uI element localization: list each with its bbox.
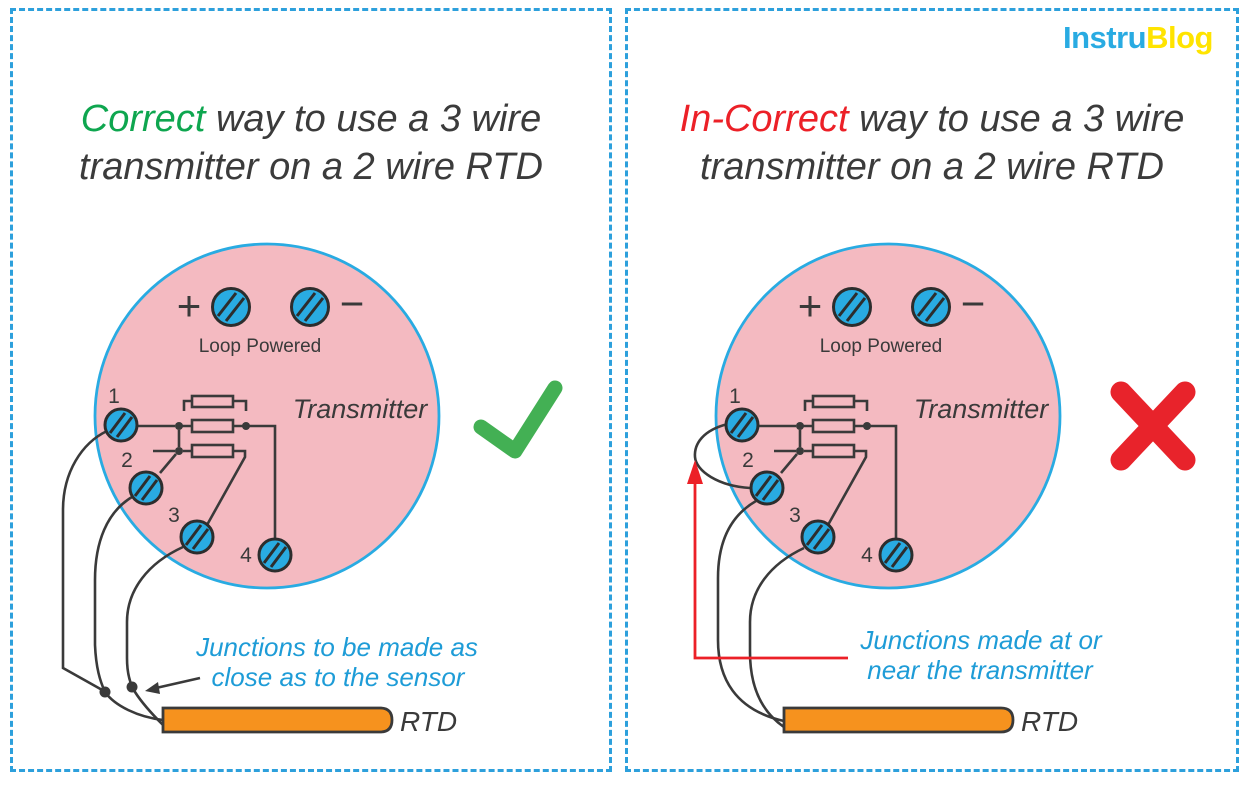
wire-junction-to-t2 xyxy=(780,453,798,474)
terminal-3-left-icon xyxy=(179,519,215,555)
resistor1 xyxy=(811,394,856,409)
schematic-node xyxy=(242,422,250,430)
sensor-junction-dot-2 xyxy=(126,681,138,693)
terminal-4-left-icon xyxy=(257,537,293,573)
loop-powered-label-left: Loop Powered xyxy=(199,336,322,357)
terminal-4-label: 4 xyxy=(240,544,252,567)
loop-terminal-positive-icon xyxy=(211,287,251,327)
incorrect-panel-title: In-Correct way to use a 3 wire transmitt… xyxy=(628,95,1236,191)
annotation-arrowhead-left xyxy=(145,682,160,694)
transmitter-body-right xyxy=(714,242,1062,590)
annotation-line1-left: Junctions to be made as xyxy=(195,632,478,662)
rtd-label-left: RTD xyxy=(400,706,457,737)
terminal-2-label: 2 xyxy=(121,449,133,472)
terminal-3-label: 3 xyxy=(168,504,180,527)
schematic-node xyxy=(175,447,183,455)
jumper-loop-t1-t2 xyxy=(693,422,751,490)
check-icon xyxy=(473,380,563,459)
rtd-sensor-right xyxy=(782,706,1015,734)
schematic-node xyxy=(863,422,871,430)
title-line2: transmitter on a 2 wire RTD xyxy=(700,146,1164,188)
schematic-node xyxy=(796,422,804,430)
red-callout-arrowhead xyxy=(687,460,703,484)
logo-part-instru: Instru xyxy=(1063,20,1147,55)
resistor1 xyxy=(190,394,235,409)
transmitter-label-left: Transmitter xyxy=(293,394,429,424)
rtd-sensor-left xyxy=(161,706,394,734)
annotation-line2-right: near the transmitter xyxy=(867,655,1094,685)
terminal-4-right-icon xyxy=(878,537,914,573)
wire-junction-to-t4 xyxy=(867,424,898,539)
title-rest: way to use a 3 wire xyxy=(859,98,1185,140)
field-wire-1-left xyxy=(61,429,108,693)
terminal-4-label: 4 xyxy=(861,544,873,567)
correct-panel-title: Correct way to use a 3 wire transmitter … xyxy=(13,95,609,191)
field-wire-2-right xyxy=(748,546,805,729)
plus-sign-left: + xyxy=(177,282,202,329)
loop-terminal-positive-icon xyxy=(832,287,872,327)
field-wire-1-right xyxy=(716,499,785,723)
terminal-2-label: 2 xyxy=(742,449,754,472)
title-highlight-correct: Correct xyxy=(80,98,206,140)
terminal-3-label: 3 xyxy=(789,504,801,527)
red-callout-line xyxy=(693,482,848,660)
terminal-1-left-icon xyxy=(103,407,139,443)
resistor3-leads-to-t3 xyxy=(804,449,868,526)
schematic-node xyxy=(175,422,183,430)
transmitter-body-left xyxy=(93,242,441,590)
sensor-junction-dot-1 xyxy=(99,686,111,698)
resistor2 xyxy=(190,418,235,434)
annotation-line2-left: close as to the sensor xyxy=(212,662,466,692)
terminal-1-right-icon xyxy=(724,407,760,443)
minus-sign-right: − xyxy=(961,280,986,327)
schematic-node xyxy=(796,447,804,455)
annotation-arrow-line-left xyxy=(155,676,201,690)
resistor2 xyxy=(811,418,856,434)
resistor3-leads-to-t3 xyxy=(183,449,247,526)
logo-part-blog: Blog xyxy=(1146,20,1213,55)
wire-junction-to-t4 xyxy=(246,424,277,539)
plus-sign-right: + xyxy=(798,282,823,329)
resistor1-right-lead xyxy=(854,399,869,411)
title-highlight-incorrect: In-Correct xyxy=(679,98,849,140)
resistor3 xyxy=(811,443,856,459)
resistor3 xyxy=(190,443,235,459)
loop-powered-label-right: Loop Powered xyxy=(820,336,943,357)
terminal-1-label: 1 xyxy=(108,385,120,408)
annotation-line1-right: Junctions made at or xyxy=(859,625,1103,655)
terminal-2-left-icon xyxy=(128,470,164,506)
resistor1-left-lead xyxy=(182,399,192,411)
instrublog-logo: InstruBlog xyxy=(1063,20,1213,56)
terminal-2-right-icon xyxy=(749,470,785,506)
title-rest: way to use a 3 wire xyxy=(215,98,542,140)
field-wire-3-left xyxy=(125,545,184,726)
transmitter-label-right: Transmitter xyxy=(914,394,1050,424)
cross-icon xyxy=(1110,381,1196,471)
resistor1-right-lead xyxy=(233,399,248,411)
minus-sign-left: − xyxy=(340,280,365,327)
rtd-label-right: RTD xyxy=(1021,706,1078,737)
loop-terminal-negative-icon xyxy=(290,287,330,327)
loop-terminal-negative-icon xyxy=(911,287,951,327)
resistor1-left-lead xyxy=(803,399,813,411)
terminal-1-label: 1 xyxy=(729,385,741,408)
field-wire-2-left xyxy=(93,495,133,693)
terminal-3-right-icon xyxy=(800,519,836,555)
title-line2: transmitter on a 2 wire RTD xyxy=(79,146,543,188)
wire-junction-to-t2 xyxy=(159,453,177,474)
